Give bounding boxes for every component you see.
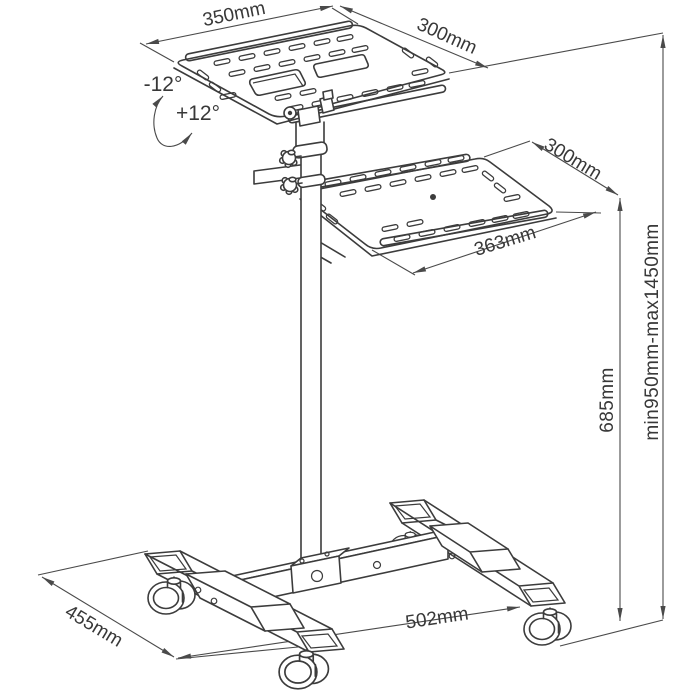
right-leg-sleeve [429,522,521,573]
dim-line-top-width [145,5,334,45]
tilt-arc-arrow [152,95,193,147]
caster-front-right [523,607,572,646]
pole [292,121,328,563]
platform-cutout-left [248,68,307,97]
tilt-bracket [283,89,335,127]
dim-height-range-label: min950mm-max1450mm [642,223,663,440]
dim-line-base-width [177,606,521,659]
caster-front-left [278,649,330,690]
dimension-lines [41,5,666,659]
tilt-down-label: +12° [176,102,220,125]
dim-shelf-depth-label: 300mm [540,134,605,185]
dim-line-shelf-width [412,211,597,274]
shelf-center-hole [430,194,436,200]
platform-cutout-right [312,53,370,79]
dim-top-depth-label: 300mm [414,14,480,59]
dim-base-width-label: 502mm [404,603,470,633]
dim-column-height-label: 685mm [597,367,618,432]
tilt-up-label: -12° [144,73,183,96]
pole-foot-bracket [290,547,350,594]
left-leg-sleeve [185,570,305,632]
dim-line-base-depth [41,576,175,658]
dim-line-shelf-depth [531,141,619,196]
top-platform [173,20,450,125]
dim-line-top-depth [339,5,489,69]
caster-rear-left [147,576,196,615]
